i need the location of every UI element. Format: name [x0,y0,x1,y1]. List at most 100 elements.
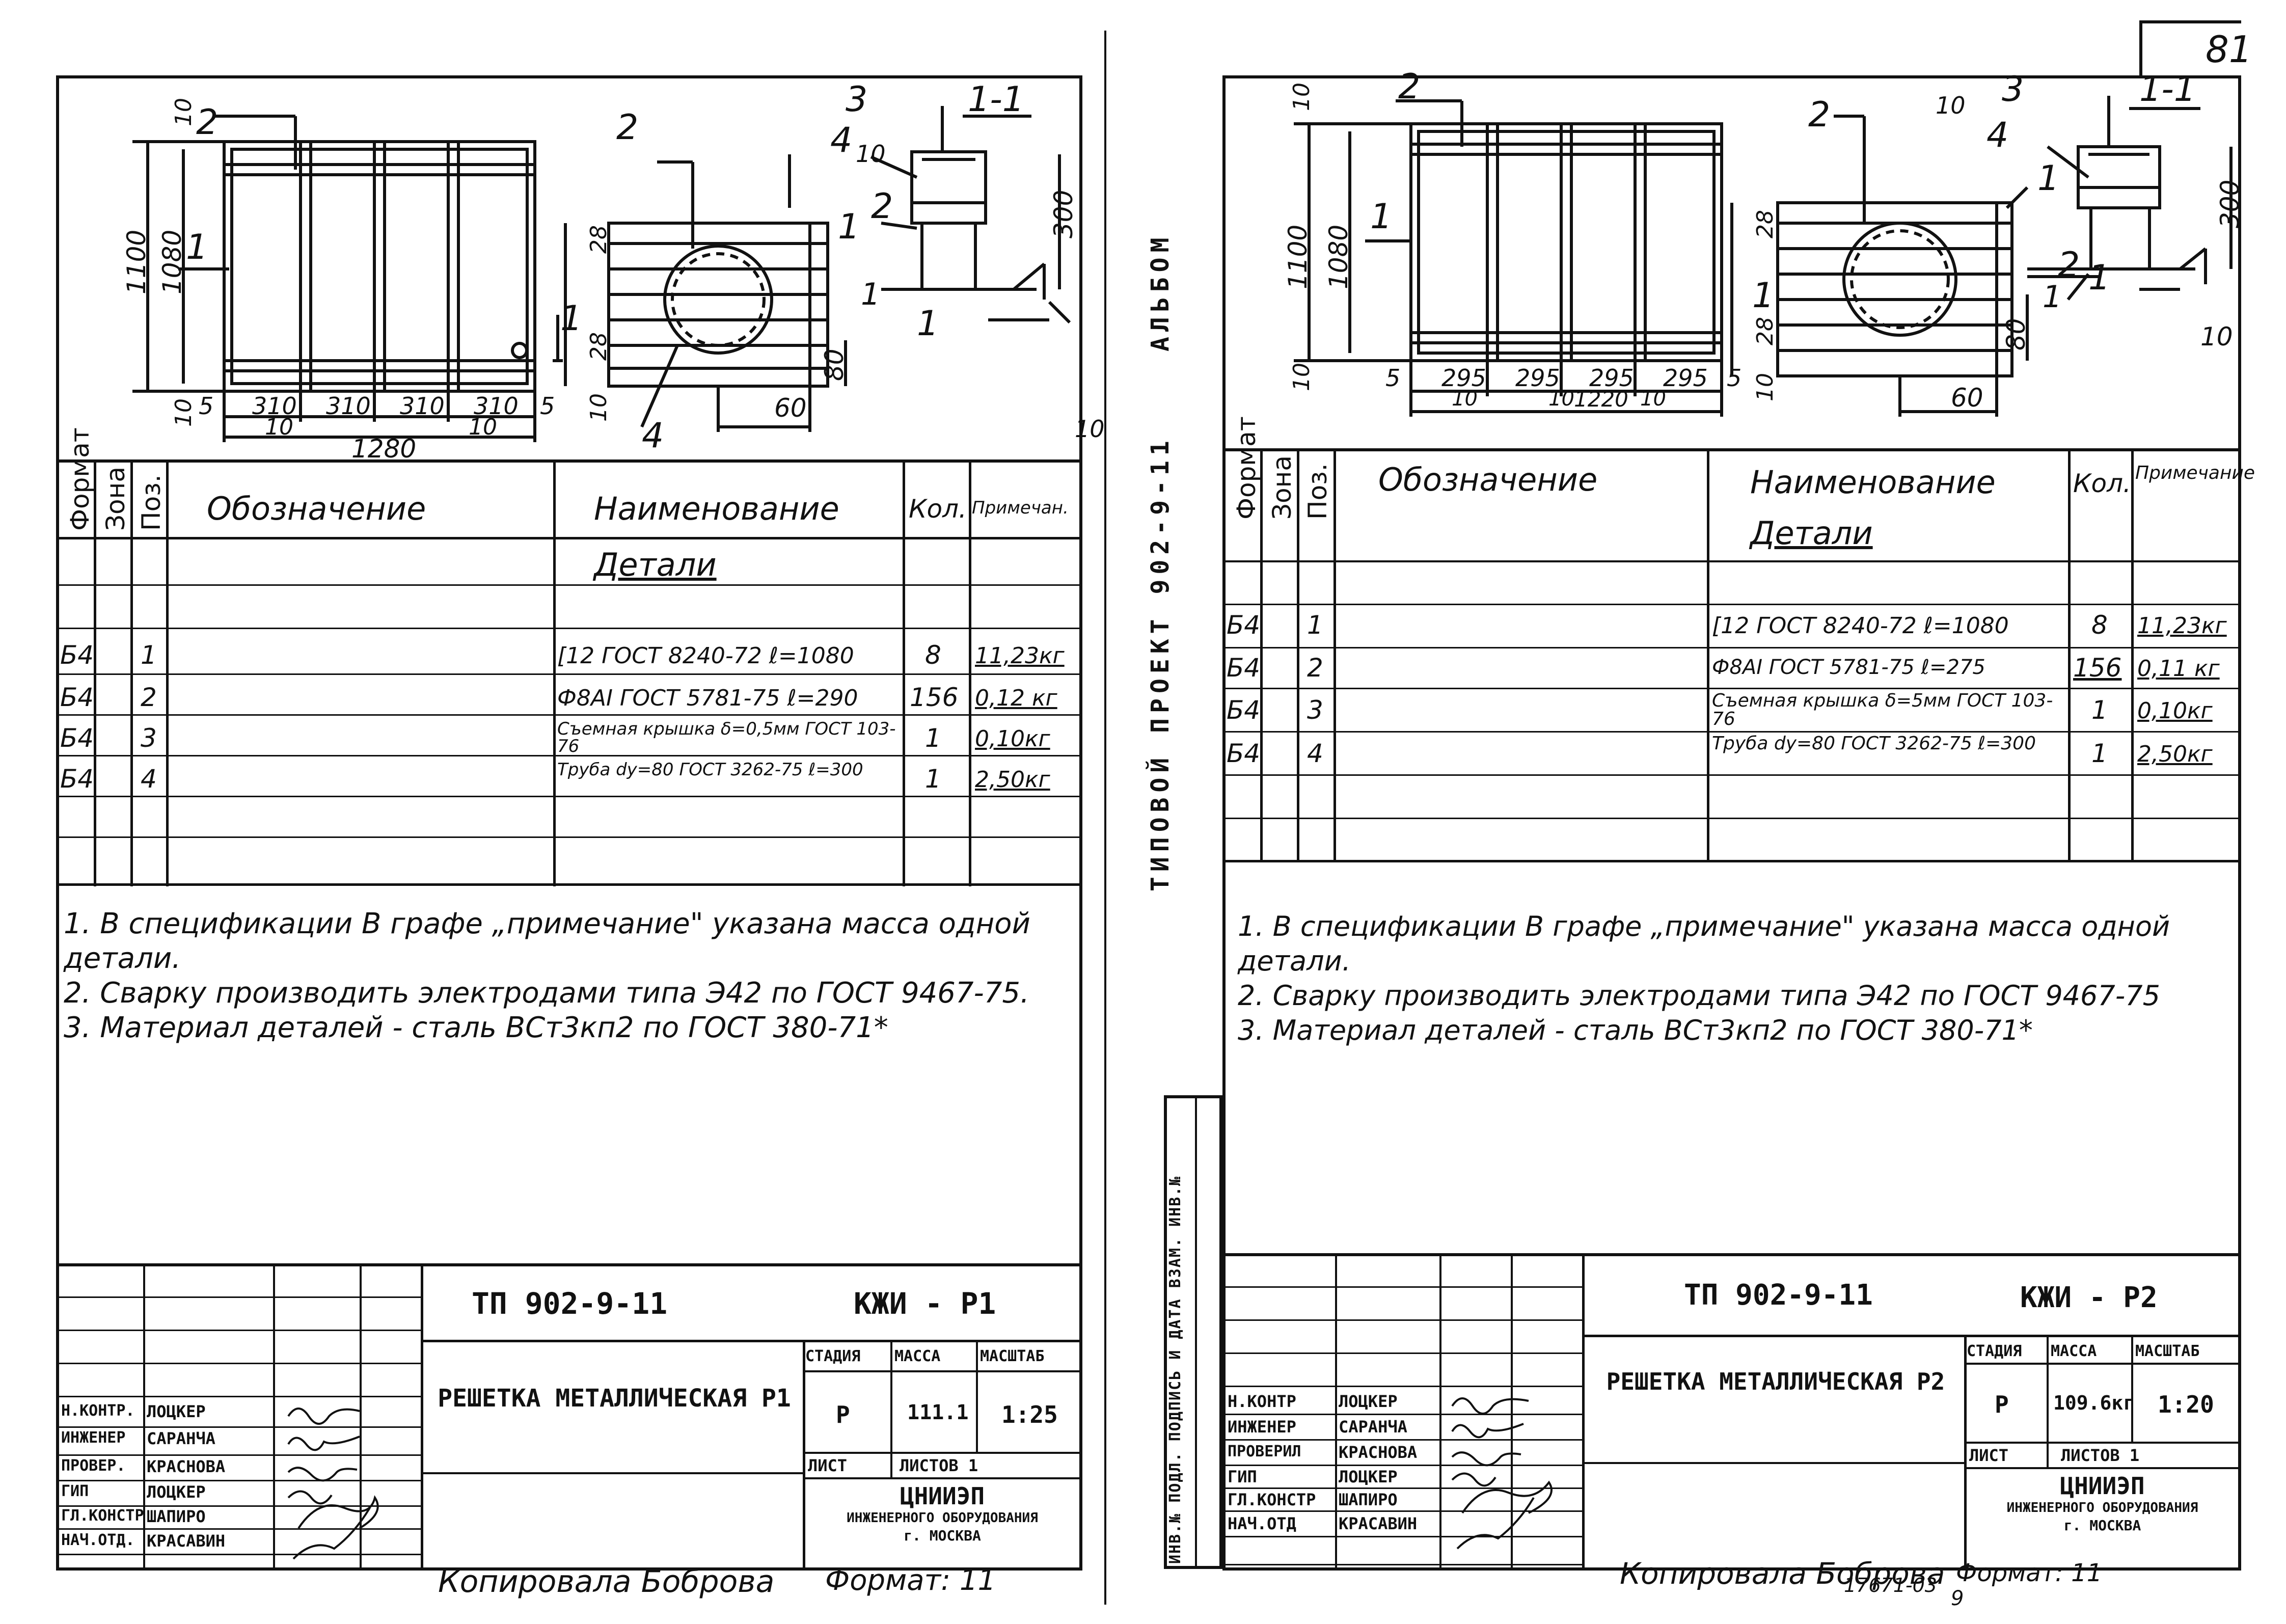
left-dim-total: 1280 [351,434,416,464]
svg-text:295: 295 [1589,364,1634,392]
right-dim-text: 2 1 2 1 3 4 2 1 1-1 1 1 295 295 295 295 … [1283,67,2245,413]
right-col-qty: Кол. [2073,469,2131,498]
left-dim-310a: 310 [252,392,297,420]
right-sheet [1222,75,2241,1571]
col-qty: Кол. [909,494,967,524]
left-tb-code: КЖИ - Р1 [854,1286,996,1321]
col-designation: Обозначение [207,490,426,527]
right-note-2: 2. Сварку производить электродами типа Э… [1238,980,2160,1012]
svg-text:1: 1 [2043,279,2062,315]
svg-text:10: 10 [1640,387,1666,411]
left-section-view [564,154,847,432]
left-signatures [287,1408,379,1560]
left-section-mark-b: 1 [861,277,880,312]
svg-text:295: 295 [1515,364,1560,392]
right-tb-project: ТП 902-9-11 [1684,1279,1873,1312]
order-sheet: 9 [1951,1587,1964,1610]
svg-text:1100: 1100 [1283,225,1313,289]
left-section-1-1 [870,106,1071,324]
left-dim-5a: 5 [199,392,213,420]
right-note-3: 3. Материал деталей - сталь ВСт3кп2 по Г… [1238,1014,2033,1046]
svg-text:295: 295 [1441,364,1486,392]
svg-text:10: 10 [1289,363,1315,391]
svg-text:2: 2 [1398,67,1420,107]
right-col-zone: Зона [1267,455,1297,520]
right-col-name: Наименование [1750,464,1996,501]
right-tb-scale: 1:20 [2158,1391,2214,1418]
left-callout-2: 2 [196,102,218,143]
left-note-1: 1. В спецификации В графе „примечание" у… [64,907,1030,975]
left-dim-310b: 310 [326,392,371,420]
right-tb-code: КЖИ - Р2 [2020,1281,2158,1314]
right-col-designation: Обозначение [1378,461,1598,498]
col-format: Формат [65,427,95,531]
left-copy-note: Копировала Боброва [438,1564,775,1600]
left-tb-stage-h: СТАДИЯ [805,1347,861,1365]
right-tb-org3: г. МОСКВА [2063,1517,2141,1534]
left-callout-2b: 2 [616,107,638,148]
col-name: Наименование [594,490,839,527]
left-dim-310c: 310 [400,392,445,420]
svg-text:28: 28 [1752,317,1778,345]
left-dim-1100: 1100 [122,230,151,294]
svg-text:5: 5 [1385,364,1400,392]
left-note-2: 2. Сварку производить электродами типа Э… [64,977,1029,1010]
right-plan-view [1294,99,1723,417]
left-callout-2c: 2 [871,186,893,227]
right-tb-org1: ЦНИИЭП [2060,1472,2145,1500]
left-callout-1: 1 [186,227,208,267]
sidebar-stamp [1164,1095,1222,1569]
svg-text:10: 10 [1752,373,1778,401]
right-tb-sheets: ЛИСТОВ 1 [2061,1446,2140,1465]
left-tb-org2: ИНЖЕНЕРНОГО ОБОРУДОВАНИЯ [847,1510,1038,1526]
right-tb-mass: 109.6кг [2053,1392,2135,1414]
left-spec-table: Формат Зона Поз. Обозначение Наименовани… [59,427,1079,886]
right-spec-table: Формат Зона Поз. Обозначение Наименовани… [1226,416,2255,866]
left-dim-1080: 1080 [157,230,187,294]
left-tb-mass: 111.1 [907,1401,969,1424]
svg-text:10: 10 [1936,92,1966,119]
left-tb-sheet: ЛИСТ [808,1456,848,1475]
left-dim-310d: 310 [474,392,519,420]
left-dim-28a: 28 [586,225,612,254]
right-notes: 1. В спецификации В графе „примечание" у… [1238,909,2236,1048]
section-title: Детали [594,546,717,583]
right-tb-scale-h: МАСШТАБ [2135,1342,2200,1360]
right-section-title: Детали [1750,515,1873,552]
left-callout-4b: 4 [642,416,664,456]
right-drawing: 2 1 2 1 3 4 2 1 1-1 1 1 295 295 295 295 … [1283,67,2245,417]
right-tb-sheet: ЛИСТ [1969,1446,2009,1465]
svg-text:10: 10 [1548,387,1574,411]
svg-text:1: 1 [2037,158,2059,199]
left-dim-10r: 10 [1075,415,1105,443]
left-dim-10s: 10 [586,393,612,422]
col-note: Примечан. [972,498,1069,518]
left-dim-10b: 10 [469,414,497,440]
left-dim-10-top: 10 [171,98,197,126]
svg-text:2: 2 [2058,245,2080,285]
svg-text:28: 28 [1752,210,1778,238]
left-dim-60: 60 [774,393,807,423]
right-copy-note: Копировала Боброва [1620,1556,1945,1591]
svg-text:1: 1 [2088,258,2110,298]
left-dim-text: 2 1 2 1 4 3 4 2 1 1-1 1 1 310 310 310 31… [122,79,1105,464]
right-col-format: Формат [1232,416,1261,520]
svg-text:1080: 1080 [1324,225,1353,289]
left-callout-4: 4 [830,120,852,160]
right-tb-mass-h: МАССА [2051,1342,2097,1360]
right-section-label: 1-1 [2139,69,2196,110]
sidebar-stamp-text: ИНВ.№ ПОДЛ. ПОДПИСЬ И ДАТА ВЗАМ. ИНВ.№ [1166,1175,1184,1564]
right-format: Формат: 11 [1956,1559,2103,1587]
left-dim-10-bot: 10 [171,398,197,427]
right-tb-stage: Р [1995,1391,2009,1418]
left-dim-5b: 5 [540,392,555,420]
page-divider [1104,31,1106,1605]
album-label: АЛЬБОМ [1146,232,1175,351]
right-tb-org2: ИНЖЕНЕРНОГО ОБОРУДОВАНИЯ [2006,1500,2198,1515]
svg-text:10: 10 [1452,387,1478,411]
left-tb-org3: г. МОСКВА [904,1527,981,1544]
svg-text:5: 5 [1727,364,1741,392]
svg-text:300: 300 [2215,180,2245,228]
right-dim-total: 1220 [1574,387,1628,412]
left-tb-project: ТП 902-9-11 [472,1286,668,1321]
